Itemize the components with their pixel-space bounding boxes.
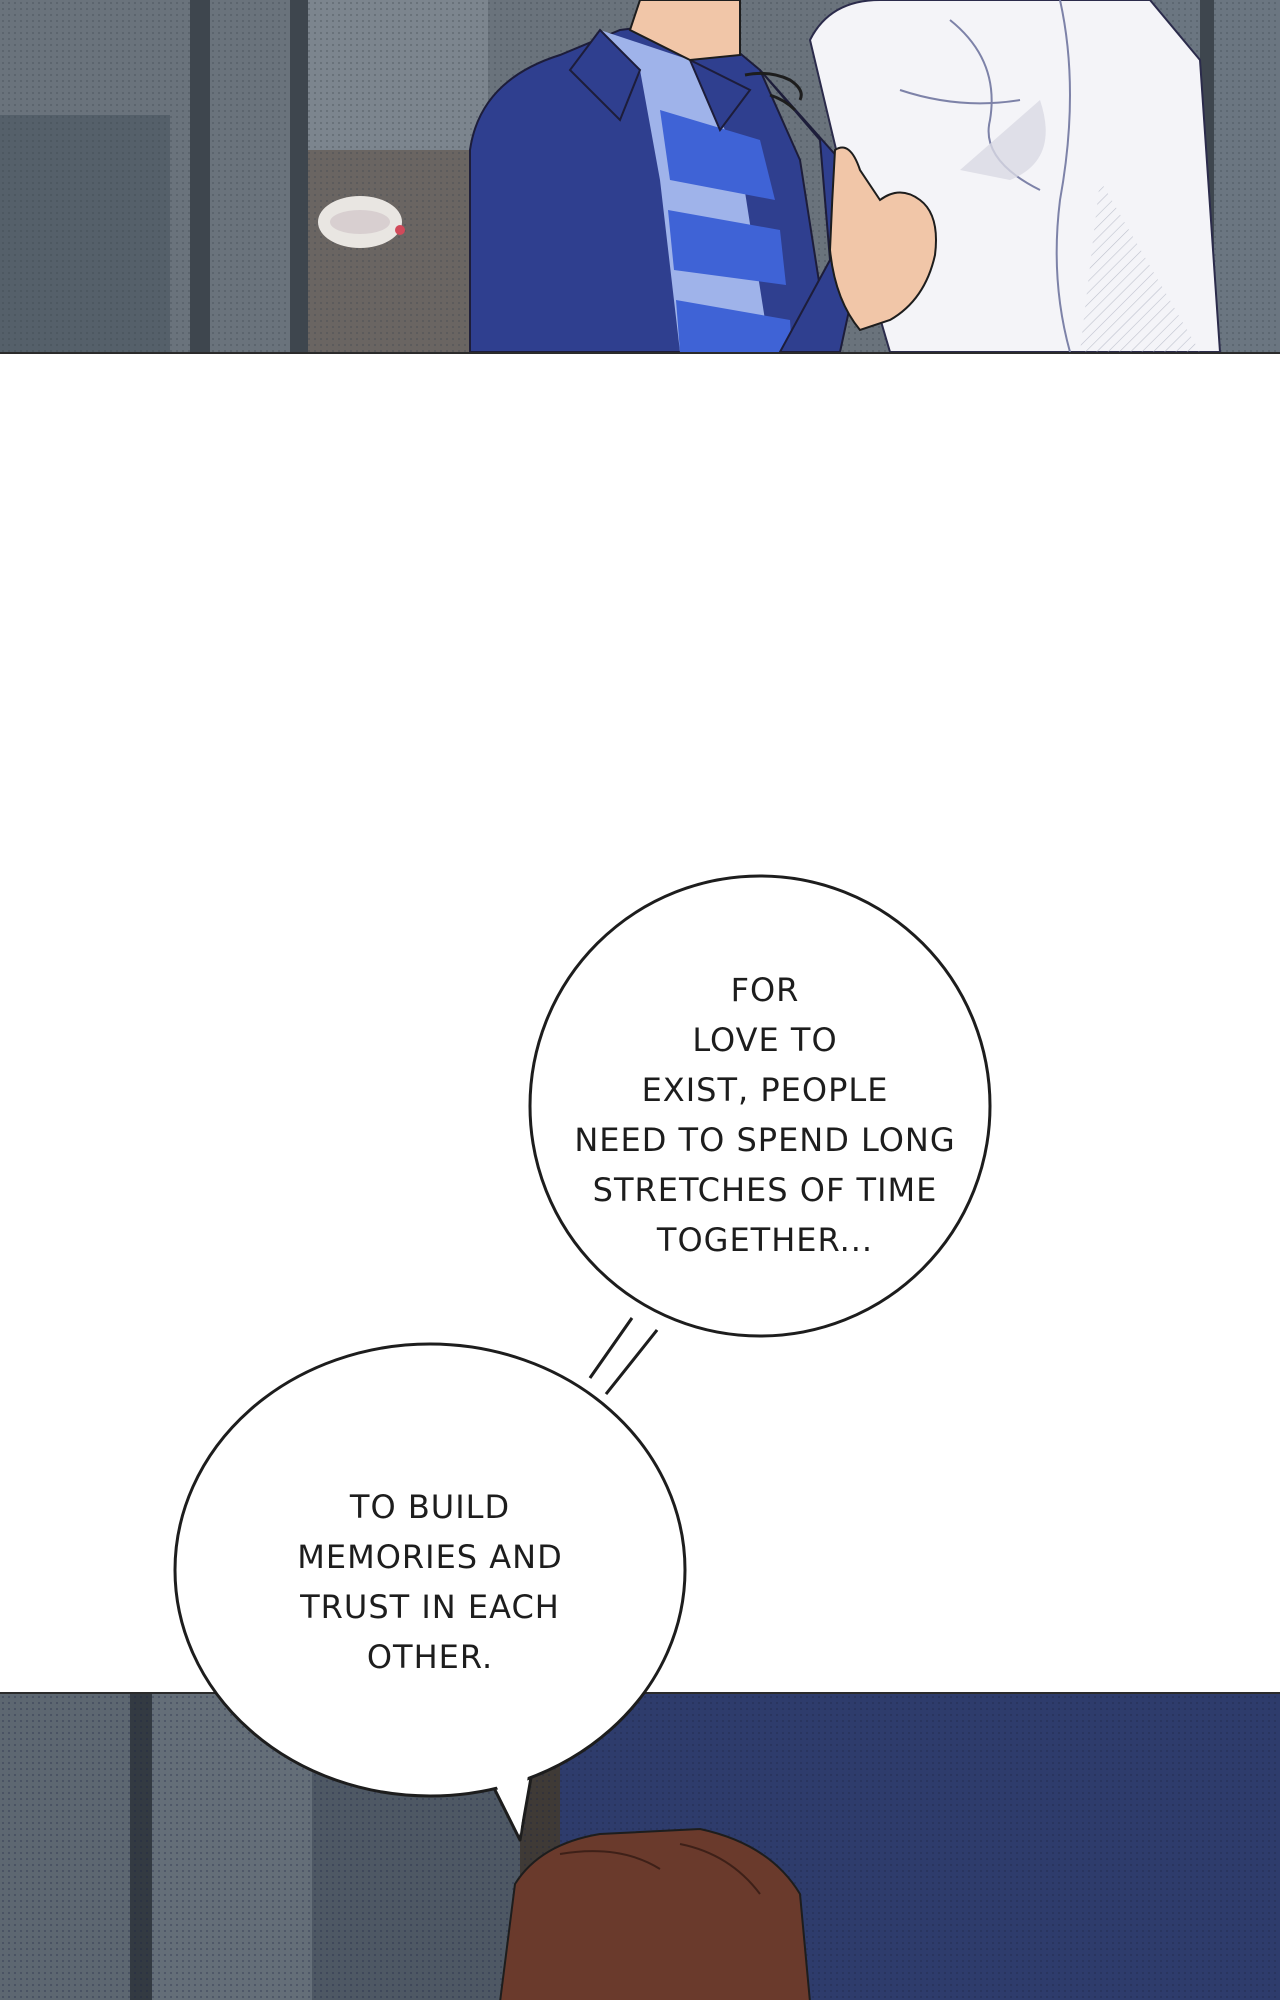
speech-bubble-1-text: FOR LOVE TO EXIST, PEOPLE NEED TO SPEND … [540, 965, 990, 1265]
top-panel-illustration [0, 0, 1280, 354]
bubble-line: MEMORIES AND [297, 1538, 563, 1576]
bubble-line: EXIST, PEOPLE [641, 1071, 889, 1109]
bubble-line: TO BUILD [349, 1488, 511, 1526]
speech-bubble-2-text: TO BUILD MEMORIES AND TRUST IN EACH OTHE… [250, 1482, 610, 1682]
office-scene-image [0, 0, 1280, 352]
bubble-line: OTHER. [366, 1638, 494, 1676]
night-scene-image [0, 1694, 1280, 2000]
bubble-line: LOVE TO [692, 1021, 838, 1059]
bottom-panel-illustration [0, 1692, 1280, 2000]
bubble-line: TOGETHER... [656, 1221, 874, 1259]
bubble-line: NEED TO SPEND LONG [574, 1121, 956, 1159]
bubble-line: FOR [730, 971, 800, 1009]
bubble-line: TRUST IN EACH [300, 1588, 560, 1626]
bubble-line: STRETCHES OF TIME [592, 1171, 938, 1209]
